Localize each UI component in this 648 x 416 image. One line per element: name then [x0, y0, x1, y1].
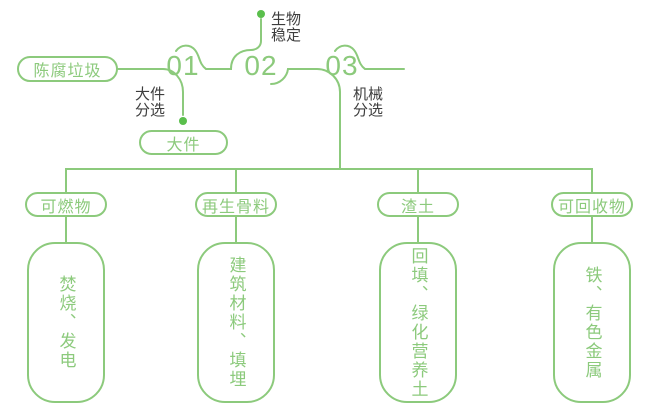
- output-box-slag-soil: 回填、绿化营养土: [379, 242, 457, 403]
- large-item-pill-label: 大件: [166, 136, 201, 154]
- source-pill: 陈腐垃圾: [17, 56, 118, 82]
- output-box-recycled-aggregate: 建筑材料、填埋: [197, 242, 275, 403]
- line-source-to-01-branch-down: [117, 68, 184, 116]
- line-02-to-03-branch-down: [270, 68, 341, 170]
- process-label-mechanical-sorting: 机械分选: [353, 86, 384, 119]
- output-box-recyclable: 铁、有色金属: [553, 242, 631, 403]
- distribution-line: [65, 168, 593, 193]
- dot-bio-stabilization-branch: [257, 10, 265, 18]
- process-label-bio-stabilization: 生物稳定: [271, 11, 302, 44]
- output-use-text: 建筑材料、填埋: [226, 256, 246, 389]
- category-pill-recyclable: 可回收物: [551, 192, 633, 217]
- output-use-text: 铁、有色金属: [582, 265, 602, 380]
- line-03-exit: [334, 44, 405, 70]
- step-number-02: 02: [244, 50, 278, 81]
- step-number-03: 03: [325, 50, 359, 81]
- output-use-text: 回填、绿化营养土: [408, 246, 428, 399]
- category-pill-recycled-aggregate: 再生骨料: [195, 192, 277, 217]
- line-01-to-02-branch-up: [175, 18, 262, 70]
- category-pill-label: 渣土: [400, 198, 435, 216]
- category-pill-combustible: 可燃物: [25, 192, 107, 217]
- output-use-text: 焚烧、发电: [56, 275, 76, 370]
- dot-large-item-branch: [179, 117, 187, 125]
- source-pill-label: 陈腐垃圾: [33, 63, 102, 80]
- category-pill-label: 可回收物: [557, 198, 626, 216]
- large-item-pill: 大件: [139, 130, 228, 155]
- output-box-combustible: 焚烧、发电: [27, 242, 105, 403]
- category-pill-label: 再生骨料: [201, 198, 270, 216]
- step-number-01: 01: [166, 50, 200, 81]
- category-pill-label: 可燃物: [40, 198, 92, 216]
- category-pill-slag-soil: 渣土: [377, 192, 459, 217]
- process-label-large-item-sorting: 大件分选: [135, 86, 166, 119]
